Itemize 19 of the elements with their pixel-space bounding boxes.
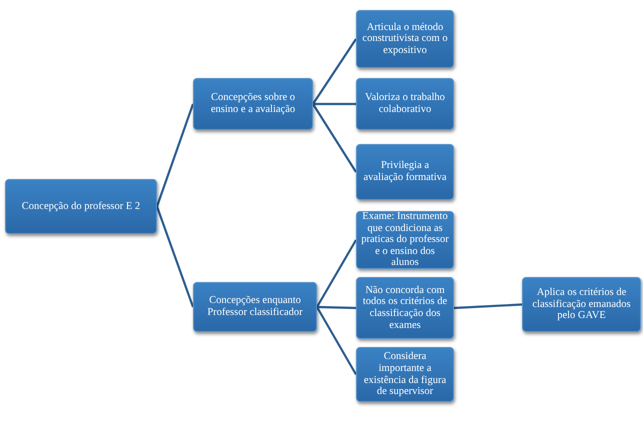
connector-line [156,104,194,207]
concept-box: Exame: Instrumento que condiciona as praticas do professor e o ensino dos alunos [356,211,454,269]
concept-box: Concepções enquanto Professor classificador [193,282,317,332]
concept-box: Articula o método construtivista com o expositivo [356,10,454,68]
connector-line [312,103,357,173]
connector-line [316,306,356,310]
concept-box: Valoriza o trabalho colaborativo [356,78,454,130]
connector-line [316,239,357,308]
connector-line [156,206,194,308]
concept-box: Privilegia a avaliação formativa [356,144,454,200]
concept-box: Concepções sobre o ensino e a avaliação [193,78,313,130]
connector-line [313,102,356,106]
connector-line [316,306,357,376]
concept-box: Concepção do professor E 2 [5,179,157,234]
concept-box: Considera importante a existência da figura de supervisor [356,347,454,402]
connector-line [312,38,357,105]
connector-line [454,303,522,310]
concept-box: Não concorda com todos os critérios de classificação dos exames [356,277,454,339]
concept-box: Aplica os critérios de classificação emanados pelo GAVE [522,277,641,332]
